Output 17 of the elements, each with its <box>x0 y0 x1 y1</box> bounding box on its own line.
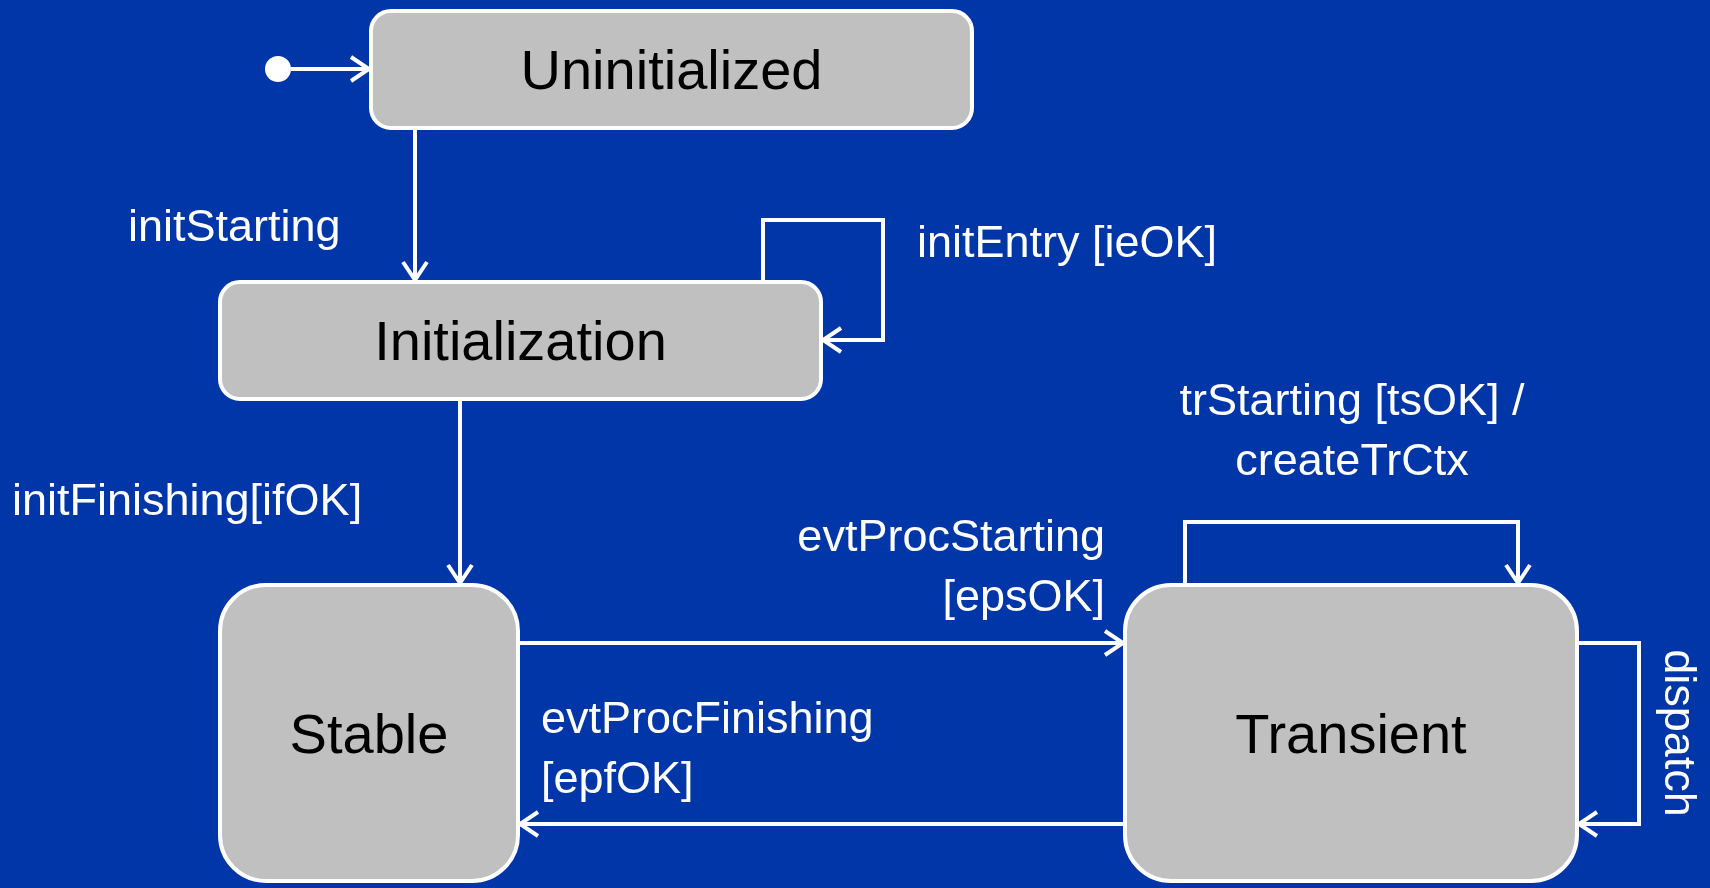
initial-state-dot <box>265 56 291 82</box>
state-name: Transient <box>1235 700 1467 766</box>
state-box <box>369 9 974 130</box>
transition-arrow <box>520 629 1125 657</box>
state-name: Stable <box>289 700 449 766</box>
transition-arrow <box>518 810 1123 838</box>
state-name: Initialization <box>374 308 667 373</box>
transition-arrow <box>401 130 429 282</box>
transition-arrow <box>446 401 474 585</box>
state-box <box>218 280 823 401</box>
state-name: Uninitialized <box>520 37 823 102</box>
transition-arrow <box>1577 641 1641 838</box>
transition-arrow <box>761 218 885 354</box>
state-box <box>1123 583 1579 883</box>
transition-arrow <box>1183 520 1532 585</box>
transition-arrow <box>291 55 371 83</box>
state-box <box>218 583 520 883</box>
